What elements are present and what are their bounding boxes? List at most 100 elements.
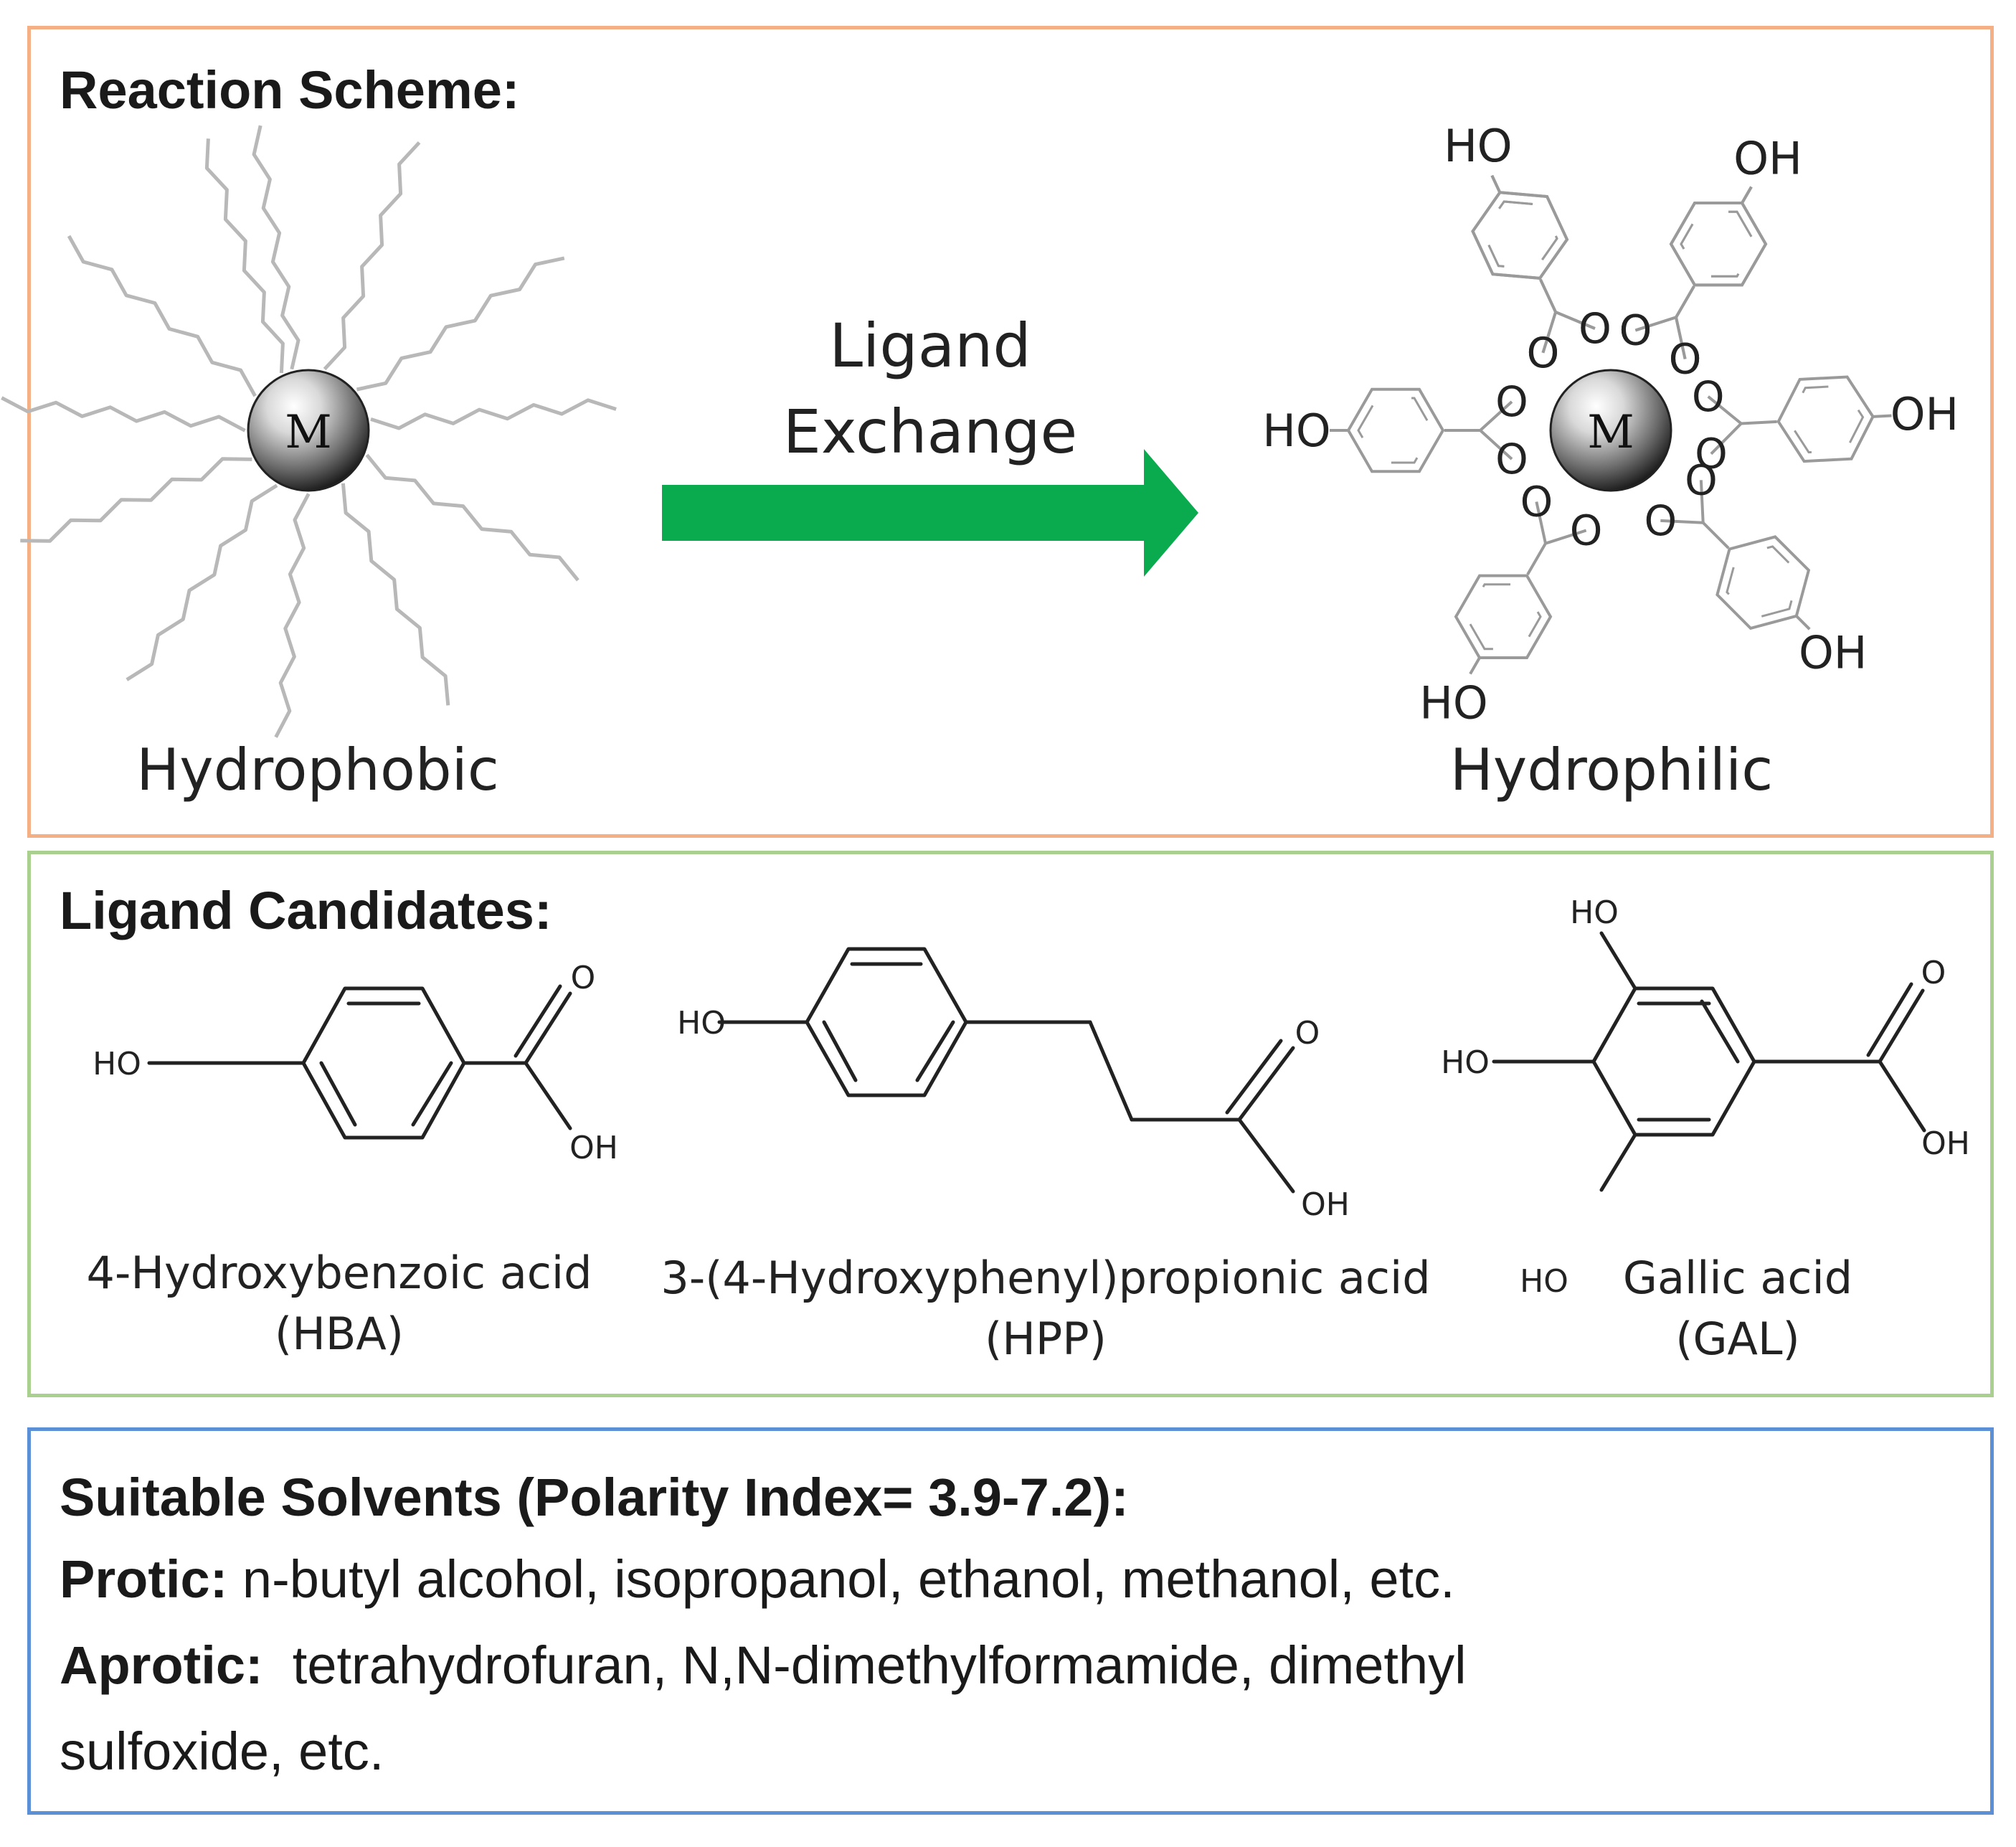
hpp-oh-label: OH xyxy=(1301,1186,1350,1223)
hydrophobic-caption: Hydrophobic xyxy=(136,737,499,803)
carboxylate-bond xyxy=(1710,422,1743,455)
protic-label: Protic: xyxy=(60,1549,228,1609)
arrow-label-ligand: Ligand xyxy=(829,311,1031,381)
hydroxyl-label: HO xyxy=(1444,120,1512,172)
hpp-carbonyl-o-label: O xyxy=(1295,1015,1320,1052)
aryl-bond xyxy=(1526,542,1547,575)
alkyl-chain xyxy=(323,141,421,371)
benzene-ring xyxy=(1669,202,1768,287)
oxygen-atom-label: O xyxy=(1669,335,1702,384)
aprotic-solvents-text: tetrahydrofuran, N,N-dimethylformamide, … xyxy=(262,1635,1467,1695)
hydrophilic-core-sphere xyxy=(1549,369,1672,492)
oxygen-atom-label: O xyxy=(1520,478,1553,526)
hydroxyl-label: HO xyxy=(1262,405,1330,457)
aprotic-solvents-line: Aprotic: tetrahydrofuran, N,N-dimethylfo… xyxy=(60,1639,1467,1692)
benzene-ring xyxy=(1471,191,1569,280)
hpp-structure xyxy=(717,947,1295,1194)
benzene-inner-ring xyxy=(1357,397,1434,464)
oxygen-atom-label: O xyxy=(1695,430,1728,478)
carboxylate-bond xyxy=(1675,316,1687,359)
oxygen-atom-label: O xyxy=(1692,372,1725,421)
arrow-label-exchange: Exchange xyxy=(783,397,1077,467)
gal-structure xyxy=(1492,931,1926,1192)
ligand-candidates-panel: Ligand Candidates: xyxy=(27,851,1994,1397)
benzene-inner-ring xyxy=(1481,200,1558,270)
benzene-inner-ring xyxy=(1726,545,1801,620)
aprotic-solvents-continuation: sulfoxide, etc. xyxy=(60,1721,384,1781)
hydrophobic-core-sphere xyxy=(247,369,370,492)
protic-solvents-text: n-butyl alcohol, isopropanol, ethanol, m… xyxy=(227,1549,1455,1609)
oxygen-atom-label: O xyxy=(1619,306,1652,355)
benzene-ring xyxy=(1454,574,1553,659)
carboxylate-bond xyxy=(1707,395,1743,425)
benzene-ring xyxy=(1776,375,1875,463)
alkyl-chain-ligands xyxy=(1,125,617,738)
aprotic-label: Aprotic: xyxy=(60,1635,263,1695)
alkyl-chain xyxy=(370,398,617,430)
hpp-name: 3-(4-Hydroxyphenyl)propionic acid xyxy=(661,1252,1430,1304)
aryl-bond xyxy=(1702,521,1730,549)
hydroxyl-label: OH xyxy=(1733,133,1802,185)
hydroxyl-label: OH xyxy=(1799,627,1867,679)
hydroxyl-label: OH xyxy=(1890,388,1959,440)
ligand-structures-figure: HO O OH HO O OH HO HO HO O OH 4-Hydroxyb… xyxy=(87,894,1970,1365)
gal-name: Gallic acid xyxy=(1623,1252,1852,1304)
benzene-inner-ring xyxy=(1464,583,1542,651)
aryl-bond xyxy=(1675,285,1695,318)
hydroxyl-label: HO xyxy=(1444,120,1512,172)
benzene-ring xyxy=(1346,387,1445,473)
oxygen-atom-label: O xyxy=(1669,335,1702,384)
benzene-inner-ring xyxy=(1787,384,1865,454)
hba-oh-label: OH xyxy=(569,1130,618,1166)
benzene-ring xyxy=(1669,202,1768,287)
hydroxyl-bond xyxy=(1795,615,1811,630)
alkyl-chain xyxy=(365,453,579,582)
oxygen-atom-label: O xyxy=(1495,377,1528,426)
carboxylate-bond xyxy=(1535,501,1547,544)
alkyl-chain xyxy=(252,125,300,370)
carboxylate-bond xyxy=(1555,311,1596,330)
alkyl-chain xyxy=(356,256,565,392)
carboxylate-bond xyxy=(1545,529,1587,545)
ligand-candidates-heading: Ligand Candidates: xyxy=(60,881,552,940)
alkyl-chain xyxy=(126,483,278,681)
carboxylate-bond xyxy=(1541,311,1557,354)
gal-ho-bottom-label: HO xyxy=(1520,1263,1568,1300)
ligand-exchange-arrow xyxy=(662,449,1198,577)
gal-carbonyl-o-label: O xyxy=(1921,955,1946,991)
carboxylate-bond xyxy=(1479,400,1513,432)
hpp-abbreviation: (HPP) xyxy=(985,1313,1107,1365)
reaction-scheme-heading: Reaction Scheme: xyxy=(60,60,520,120)
alkyl-chain xyxy=(67,235,257,397)
hydroxyl-bond xyxy=(1490,174,1502,194)
benzene-inner-ring xyxy=(1680,210,1757,278)
carboxylate-bond xyxy=(1699,480,1705,523)
hydrophilic-core-label: M xyxy=(1587,406,1634,459)
hydrophilic-nanoparticle: M xyxy=(1549,369,1672,492)
oxygen-atom-label: O xyxy=(1495,435,1528,483)
hpp-ho-label: HO xyxy=(677,1005,726,1041)
oxygen-atom-label: O xyxy=(1685,455,1718,504)
benzene-inner-ring xyxy=(1680,210,1757,278)
gal-ho-middle-label: HO xyxy=(1441,1044,1490,1081)
aryl-bond xyxy=(1741,420,1777,425)
hba-structure xyxy=(147,984,572,1140)
alkyl-chain xyxy=(1,396,246,433)
oxygen-atom-label: O xyxy=(1527,329,1560,377)
alkyl-chain xyxy=(341,483,450,706)
benzene-inner-ring xyxy=(1481,200,1558,270)
hydroxyl-bond xyxy=(1469,656,1481,675)
oxygen-atom-label: O xyxy=(1579,304,1612,353)
alkyl-chain xyxy=(274,493,311,738)
hydrophobic-core-label: M xyxy=(285,406,332,459)
oxygen-atom-label: O xyxy=(1570,506,1603,555)
hydroxyl-bond xyxy=(1741,186,1753,204)
hba-carbonyl-o-label: O xyxy=(571,960,596,996)
aryl-bond xyxy=(1539,278,1557,313)
gal-oh-label: OH xyxy=(1921,1125,1970,1162)
suitable-solvents-panel: Suitable Solvents (Polarity Index= 3.9-7… xyxy=(27,1427,1994,1815)
gal-abbreviation: (GAL) xyxy=(1675,1313,1799,1365)
